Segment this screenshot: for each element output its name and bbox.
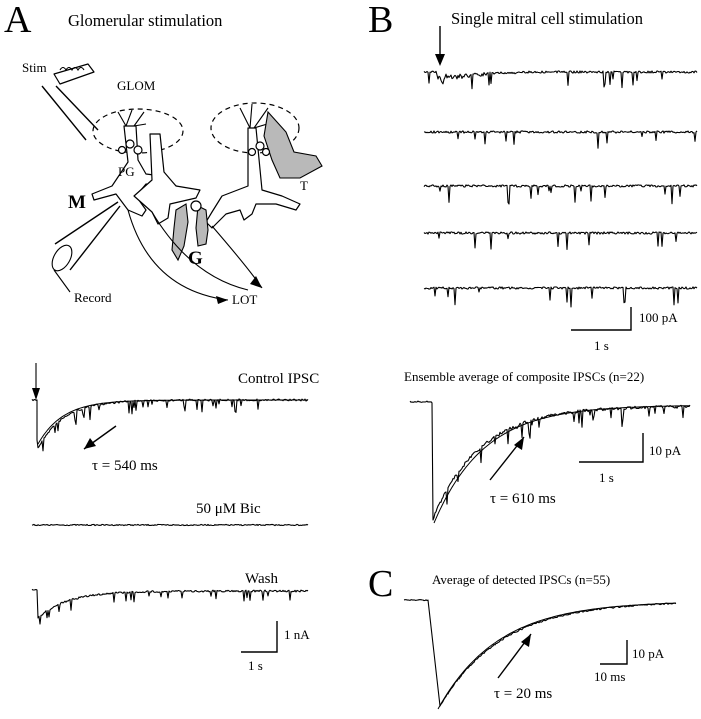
circuit-diagram: Stim GLOM PG M G T Record LOT xyxy=(22,60,323,307)
stim-electrode xyxy=(41,63,99,141)
panel-c-scalebar-x: 10 ms xyxy=(594,669,625,684)
wash-label: Wash xyxy=(245,571,278,587)
ensemble-average-title: Ensemble average of composite IPSCs (n=2… xyxy=(404,369,644,384)
panel-b-letter: B xyxy=(368,0,393,41)
lot-label: LOT xyxy=(232,292,257,307)
panel-c-scalebar-y: 10 pA xyxy=(632,646,665,661)
panel-b-scalebar-1-y: 100 pA xyxy=(639,310,678,325)
panel-a-scalebar-x: 1 s xyxy=(248,658,263,673)
bic-trace xyxy=(31,523,309,527)
panel-b-scalebar-2-y: 10 pA xyxy=(649,443,682,458)
pg-label: PG xyxy=(118,164,135,179)
single-mitral-trace-5 xyxy=(423,286,698,308)
single-mitral-trace-1 xyxy=(423,70,698,90)
control-ipsc-trace-group: Control IPSC τ = 540 ms xyxy=(31,363,319,474)
bic-label: 50 μM Bic xyxy=(196,501,261,517)
panel-b-tau-label: τ = 610 ms xyxy=(490,491,556,507)
panel-a-title: Glomerular stimulation xyxy=(68,11,222,30)
panel-b-scalebar-1: 100 pA 1 s xyxy=(571,307,678,353)
mitral-cell-middle xyxy=(133,133,201,225)
control-tau-label: τ = 540 ms xyxy=(92,458,158,474)
control-ipsc-label: Control IPSC xyxy=(238,371,319,387)
panel-a-scalebar: 1 nA 1 s xyxy=(241,621,310,673)
panel-a-scalebar-y: 1 nA xyxy=(284,627,310,642)
panel-c-letter: C xyxy=(368,563,393,605)
panel-b-scalebar-1-x: 1 s xyxy=(594,338,609,353)
single-mitral-trace-2 xyxy=(423,130,698,149)
detected-ipsc-fit xyxy=(437,602,677,710)
panel-a-letter: A xyxy=(4,0,32,41)
tufted-cell xyxy=(263,110,323,179)
mitral-cell-right xyxy=(205,127,301,229)
panel-c-tau-label: τ = 20 ms xyxy=(494,686,552,702)
panel-b-scalebar-2-x: 1 s xyxy=(599,470,614,485)
periglomerular-cell xyxy=(117,139,271,157)
record-electrode xyxy=(51,201,121,293)
glom-label: GLOM xyxy=(117,78,156,93)
panel-c-scalebar: 10 pA 10 ms xyxy=(594,640,665,684)
record-label: Record xyxy=(74,290,112,305)
wash-trace xyxy=(31,588,309,625)
control-ipsc-trace xyxy=(31,398,309,452)
g-label: G xyxy=(188,248,203,269)
panel-b-title: Single mitral cell stimulation xyxy=(451,9,643,28)
ensemble-average-fit xyxy=(433,405,690,524)
control-ipsc-fit xyxy=(37,399,308,445)
detected-ipsc-average-trace xyxy=(403,599,677,707)
single-mitral-trace-3 xyxy=(423,184,698,205)
panel-b-scalebar-2: 10 pA 1 s xyxy=(579,433,682,485)
stim-label: Stim xyxy=(22,60,47,75)
panel-c-title: Average of detected IPSCs (n=55) xyxy=(432,572,610,587)
m-label: M xyxy=(68,192,86,213)
single-mitral-trace-4 xyxy=(423,231,698,251)
t-label: T xyxy=(300,178,308,193)
